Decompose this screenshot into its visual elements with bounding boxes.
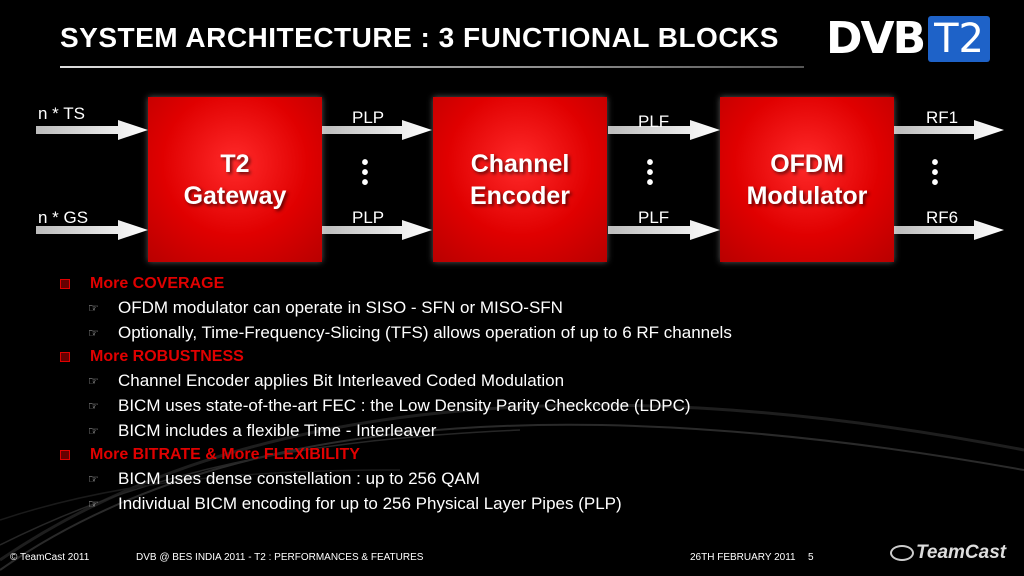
- rf6-label: RF6: [926, 208, 959, 227]
- pointing-hand-icon: ☞: [88, 373, 99, 388]
- title-divider: [60, 66, 804, 68]
- input-label-ts: n * TS: [38, 104, 85, 123]
- block-label: Channel: [470, 149, 570, 178]
- t2-gateway-block: T2 Gateway: [148, 97, 322, 262]
- plp-label-bottom: PLP: [352, 208, 385, 227]
- arrow-plp-top: [322, 120, 432, 140]
- pointing-hand-icon: ☞: [88, 423, 99, 438]
- channel-encoder-block: Channel Encoder: [433, 97, 607, 262]
- footer-date: 26TH FEBRUARY 2011: [690, 552, 796, 563]
- footer-copyright: © TeamCast 2011: [10, 552, 90, 563]
- plf-label-bottom: PLF: [638, 208, 670, 227]
- page-number: 5: [808, 552, 814, 563]
- pointing-hand-icon: ☞: [88, 325, 99, 340]
- list-item: ☞ Optionally, Time-Frequency-Slicing (TF…: [60, 320, 1000, 345]
- section-title: More ROBUSTNESS: [90, 347, 244, 365]
- section-title: More BITRATE & More FLEXIBILITY: [90, 445, 360, 463]
- square-bullet-icon: [60, 351, 70, 362]
- section-title: More COVERAGE: [90, 274, 225, 292]
- list-item-text: BICM uses state-of-the-art FEC : the Low…: [118, 395, 691, 415]
- list-item: ☞ BICM uses dense constellation : up to …: [60, 466, 1000, 491]
- plf-label-top: PLF: [638, 112, 670, 131]
- arrow-rf6: [894, 220, 1004, 240]
- list-item: ☞ BICM includes a flexible Time - Interl…: [60, 418, 1000, 443]
- list-item: ☞ Individual BICM encoding for up to 256…: [60, 491, 1000, 516]
- list-item-text: BICM uses dense constellation : up to 25…: [118, 468, 480, 488]
- arrow-plf-top: [608, 120, 720, 140]
- list-item: ☞ Channel Encoder applies Bit Interleave…: [60, 368, 1000, 393]
- ofdm-modulator-block: OFDM Modulator: [720, 97, 894, 262]
- block-label: Modulator: [746, 181, 868, 210]
- pointing-hand-icon: ☞: [88, 496, 99, 511]
- input-label-gs: n * GS: [38, 208, 89, 227]
- page-title: SYSTEM ARCHITECTURE : 3 FUNCTIONAL BLOCK…: [60, 22, 779, 53]
- section-heading: More BITRATE & More FLEXIBILITY: [60, 443, 1000, 466]
- block-label: OFDM: [770, 149, 844, 178]
- logo-t2-text: T2: [928, 16, 991, 62]
- list-item-text: OFDM modulator can operate in SISO - SFN…: [118, 297, 563, 317]
- list-item-text: BICM includes a flexible Time - Interlea…: [118, 420, 437, 440]
- square-bullet-icon: [60, 278, 70, 289]
- ellipsis-icon: •••: [361, 152, 369, 194]
- block-label: T2: [220, 149, 250, 178]
- arrow-plp-bottom: [322, 220, 432, 240]
- rf1-label: RF1: [926, 108, 959, 127]
- section-heading: More COVERAGE: [60, 272, 1000, 295]
- teamcast-logo-text: TeamCast: [916, 542, 1007, 563]
- section-heading: More ROBUSTNESS: [60, 345, 1000, 368]
- arrow-rf1: [894, 120, 1004, 140]
- arrow-plf-bottom: [608, 220, 720, 240]
- arrow-input-gs: [36, 220, 148, 240]
- footer: © TeamCast 2011 DVB @ BES INDIA 2011 - T…: [0, 548, 1024, 576]
- block-label: Encoder: [469, 181, 571, 210]
- pointing-hand-icon: ☞: [88, 471, 99, 486]
- pointing-hand-icon: ☞: [88, 300, 99, 315]
- ellipsis-icon: •••: [646, 152, 654, 194]
- block-label: Gateway: [183, 181, 287, 210]
- list-item: ☞ OFDM modulator can operate in SISO - S…: [60, 295, 1000, 320]
- teamcast-logo: TeamCast: [890, 542, 1006, 564]
- list-item-text: Channel Encoder applies Bit Interleaved …: [118, 370, 565, 390]
- teamcast-mark-icon: [890, 545, 914, 561]
- list-item-text: Individual BICM encoding for up to 256 P…: [118, 493, 622, 513]
- footer-event: DVB @ BES INDIA 2011 - T2 : PERFORMANCES…: [136, 552, 424, 563]
- list-item-text: Optionally, Time-Frequency-Slicing (TFS)…: [118, 322, 732, 342]
- pointing-hand-icon: ☞: [88, 398, 99, 413]
- dvb-t2-logo: DVB T2: [826, 14, 1006, 64]
- square-bullet-icon: [60, 449, 70, 460]
- bullet-list: More COVERAGE ☞ OFDM modulator can opera…: [60, 272, 1000, 516]
- logo-dvb-text: DVB: [826, 13, 926, 64]
- arrow-input-ts: [36, 120, 148, 140]
- list-item: ☞ BICM uses state-of-the-art FEC : the L…: [60, 393, 1000, 418]
- ellipsis-icon: •••: [931, 152, 939, 194]
- plp-label-top: PLP: [352, 108, 385, 127]
